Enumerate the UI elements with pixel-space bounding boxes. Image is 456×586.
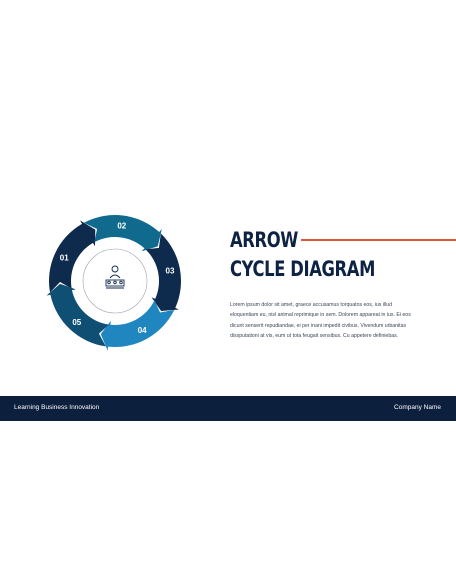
cycle-segment-label-05: 05 — [72, 318, 81, 327]
arrow-cycle-diagram: 01 02 03 04 05 — [46, 215, 181, 351]
cycle-segment-03 — [145, 233, 181, 311]
cycle-segment-label-01: 01 — [60, 253, 69, 262]
slide-title-line-1: ARROW — [230, 228, 298, 252]
footer-company-name: Company Name — [394, 404, 441, 411]
accent-rule — [301, 239, 456, 241]
cycle-segment-01 — [48, 220, 96, 293]
cycle-segment-05 — [46, 283, 109, 347]
center-ring — [82, 248, 148, 314]
footer-tagline: Learning Business Innovation — [14, 404, 100, 411]
footer-bar: Learning Business Innovation Company Nam… — [0, 396, 456, 421]
cycle-segment-label-03: 03 — [166, 266, 175, 275]
cycle-segment-label-04: 04 — [138, 326, 147, 335]
cycle-segment-04 — [100, 300, 175, 351]
slide-title-line-2: CYCLE DIAGRAM — [230, 257, 375, 281]
body-paragraph: Lorem ipsum dolor sit amet, graece accus… — [230, 302, 411, 340]
team-hierarchy-icon — [105, 265, 125, 289]
cycle-segment-label-02: 02 — [117, 221, 126, 230]
cycle-segment-02 — [84, 215, 162, 252]
